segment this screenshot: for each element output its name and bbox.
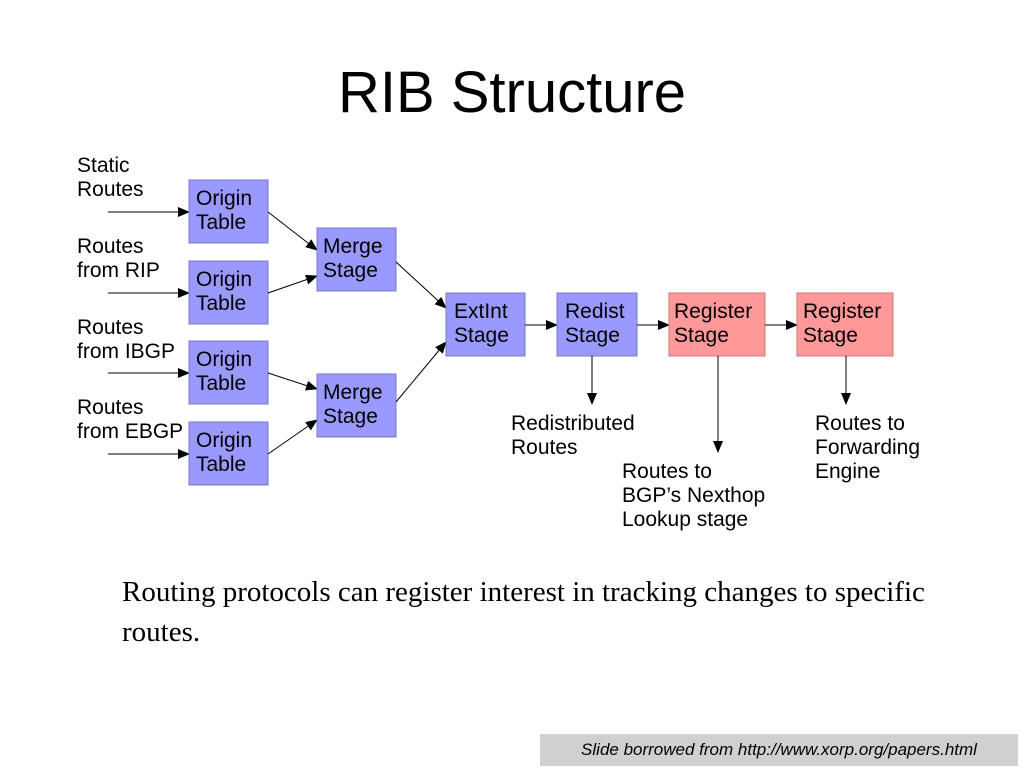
arrow-origin3-merge2 [267,372,318,391]
input-label-ebgp: Routes from EBGP [77,396,183,443]
output-label-forwarding: Routes to Forwarding Engine [815,412,926,483]
rib-structure-diagram: Static Routes Routes from RIP Routes fro… [77,154,926,531]
arrow-origin2-merge1 [267,274,318,294]
arrow-origin4-merge2 [267,419,318,455]
output-label-bgp-nexthop: Routes to BGP’s Nexthop Lookup stage [622,460,771,531]
arrow-origin1-merge1 [267,211,318,251]
arrow-merge1-extint [395,261,447,309]
slide-caption: Routing protocols can register interest … [122,576,925,648]
arrow-merge2-extint [395,341,447,403]
input-label-ibgp: Routes from IBGP [77,316,175,363]
input-label-static: Static Routes [77,154,144,201]
slide-title: RIB Structure [337,60,687,125]
input-label-rip: Routes from RIP [77,235,160,282]
credit-footer: Slide borrowed from http://www.xorp.org/… [540,734,1018,766]
output-label-redistributed: Redistributed Routes [511,412,641,459]
